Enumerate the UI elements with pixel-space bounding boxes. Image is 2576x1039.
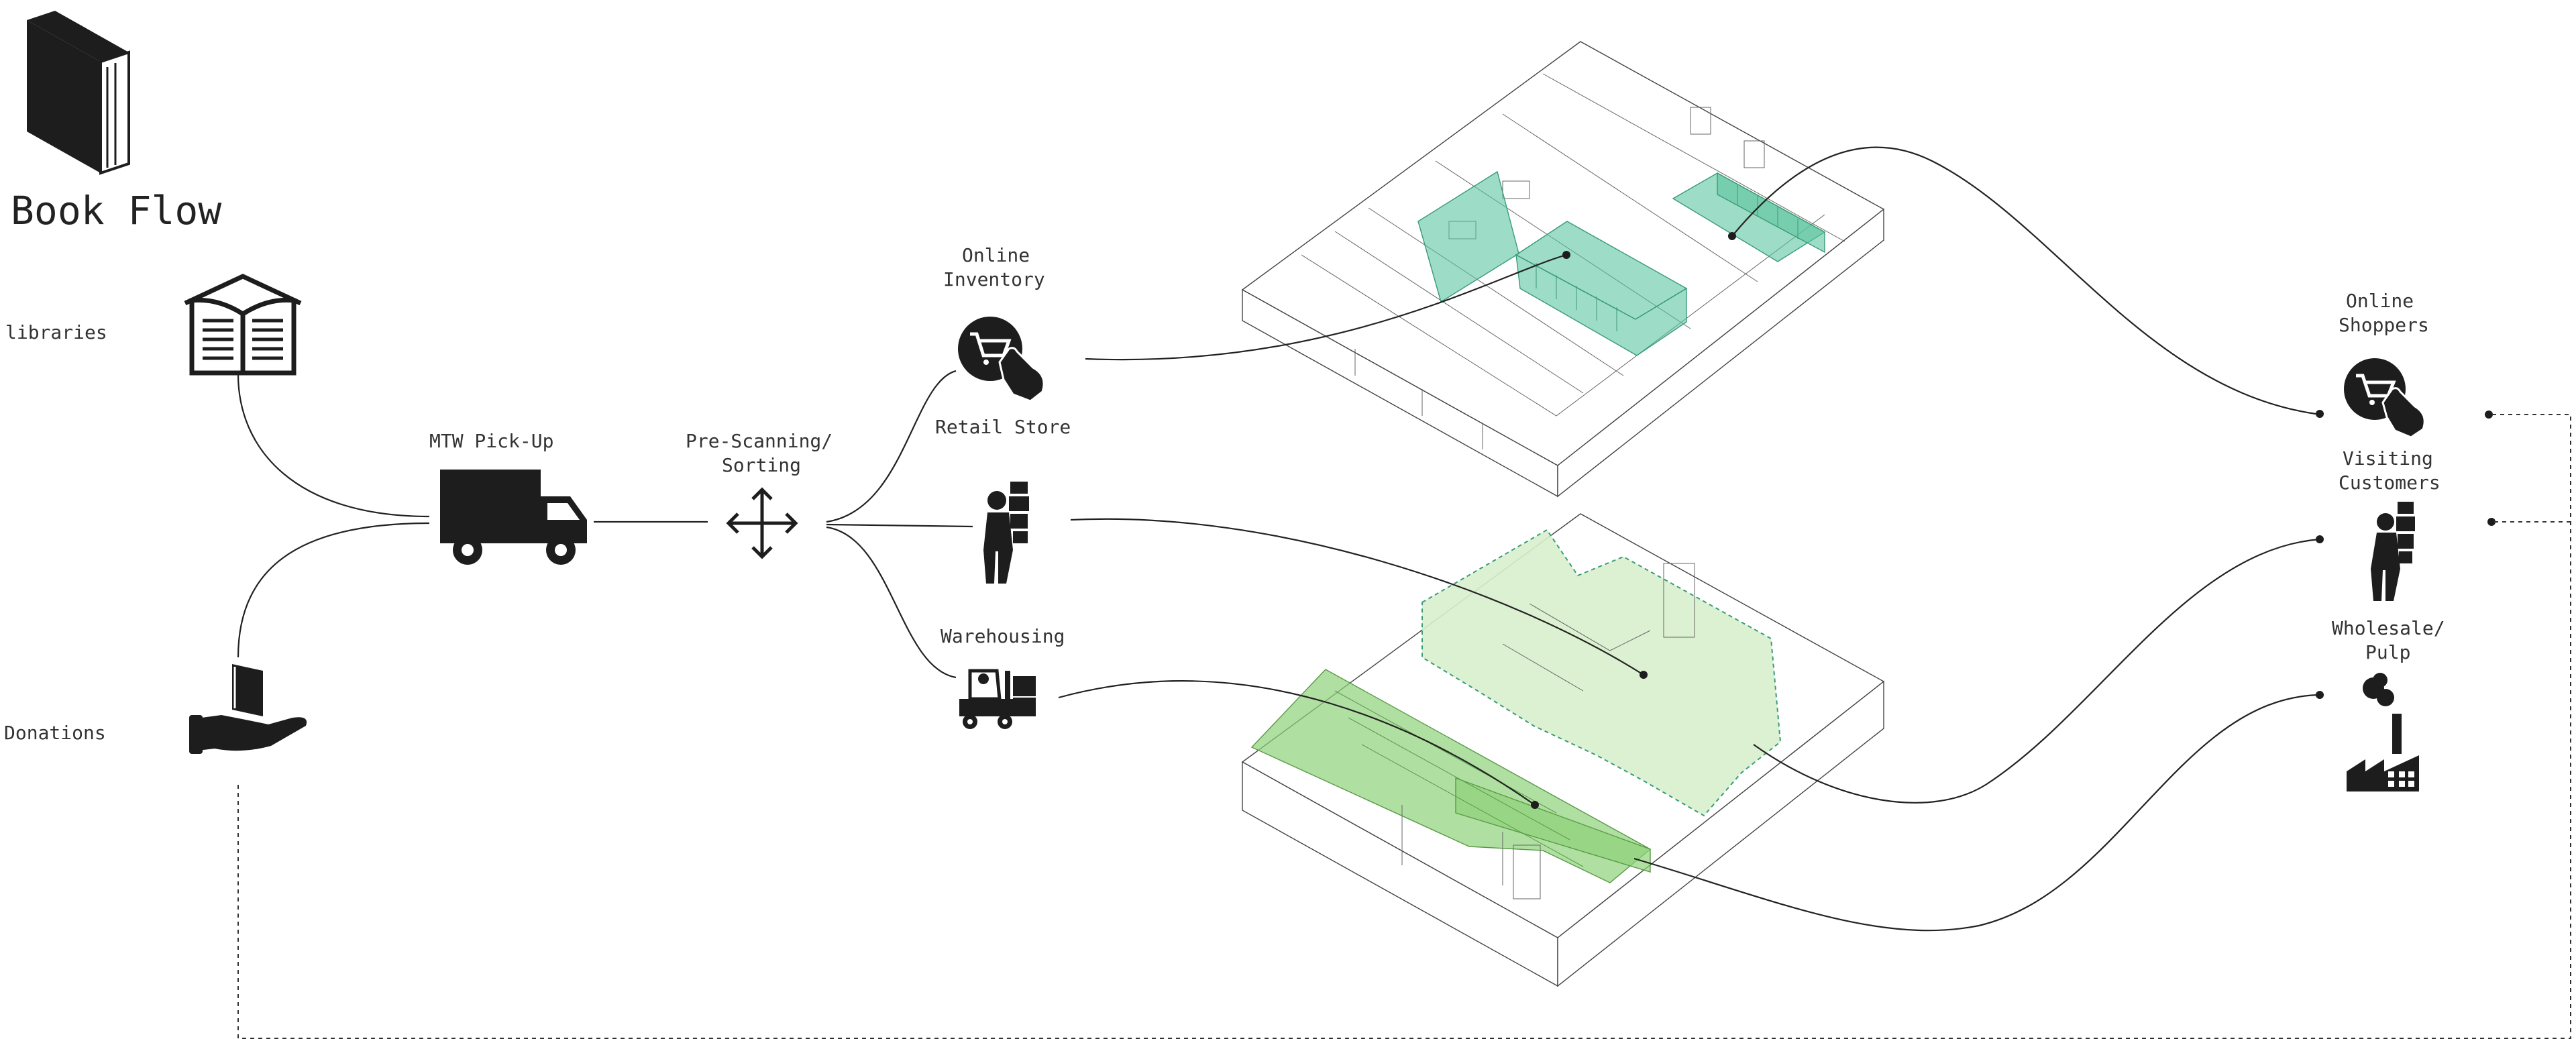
wholesale-label-line2: Pulp — [2365, 641, 2410, 663]
four-way-arrows-icon — [726, 487, 798, 559]
truck-icon — [440, 470, 587, 565]
warehouse-floor-axonometric — [1241, 513, 1885, 987]
visiting-customers-label-line1: Visiting — [2343, 447, 2433, 470]
hand-giving-book-icon — [189, 664, 307, 754]
flow-upper-building-to-shoppers — [1731, 146, 2316, 415]
shopping-cart-click-icon — [2344, 358, 2426, 439]
flow-lower-building-to-wholesale — [1633, 694, 2320, 932]
warehousing-label: Warehousing — [941, 625, 1065, 647]
flow-warehouse-to-lower-building — [1058, 680, 1536, 806]
factory-icon — [2347, 673, 2419, 791]
forklift-icon — [959, 669, 1036, 729]
person-carrying-boxes-icon — [2371, 502, 2415, 601]
prescan-label-line2: Sorting — [722, 454, 801, 476]
online-inventory-label-line1: Online — [962, 244, 1030, 266]
pickup-label: MTW Pick-Up — [429, 430, 553, 452]
diagram-title: Book Flow — [11, 188, 221, 233]
visiting-customers-label-line2: Customers — [2339, 472, 2440, 494]
open-book-library-icon — [184, 274, 302, 376]
shopping-cart-click-icon — [958, 317, 1045, 402]
flow-online-to-upper-building — [1085, 254, 1567, 361]
return-loop-dashed — [237, 414, 2571, 1039]
flow-sorting-to-online — [826, 370, 957, 523]
flow-retail-to-lower-building — [1070, 518, 1644, 675]
retail-store-label: Retail Store — [935, 416, 1071, 438]
flow-sorting-to-retail — [826, 523, 973, 528]
donations-label: Donations — [4, 722, 106, 744]
online-shoppers-label-line2: Shoppers — [2339, 314, 2429, 336]
book-icon — [27, 11, 130, 175]
libraries-label: libraries — [5, 321, 107, 343]
person-carrying-boxes-icon — [983, 482, 1029, 584]
online-shoppers-label-line1: Online — [2346, 290, 2414, 312]
flow-sorting-to-warehouse — [826, 526, 957, 679]
prescan-label-line1: Pre-Scanning/ — [686, 430, 833, 452]
wholesale-label-line1: Wholesale/ — [2332, 617, 2445, 639]
flow-lower-building-to-visiting — [1753, 538, 2320, 804]
flow-endpoints — [1531, 232, 2496, 809]
retail-floor-axonometric — [1241, 41, 1885, 498]
flow-libraries-to-pickup — [237, 374, 430, 518]
flow-donations-to-pickup — [237, 522, 430, 658]
online-inventory-label-line2: Inventory — [943, 268, 1045, 290]
